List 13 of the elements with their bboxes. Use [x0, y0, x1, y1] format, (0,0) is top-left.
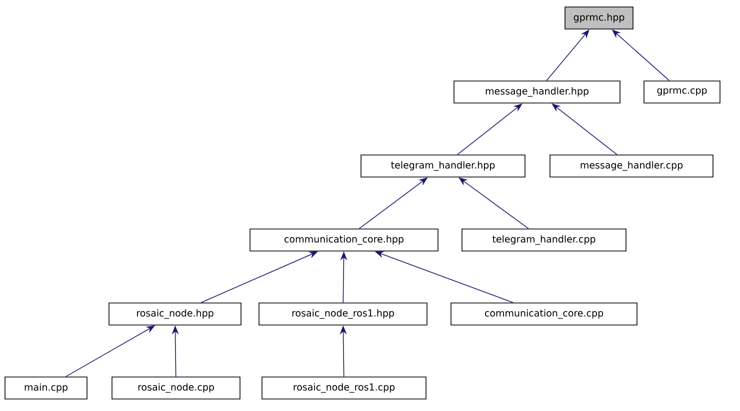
file-box: gprmc.cpp	[644, 80, 720, 104]
file-box: main.cpp	[4, 376, 88, 400]
file-box: rosaic_node_ros1.hpp	[258, 302, 428, 326]
file-box: gprmc.hpp	[564, 6, 634, 30]
file-box: rosaic_node.cpp	[112, 376, 240, 400]
file-box: message_handler.cpp	[550, 154, 714, 178]
file-box: rosaic_node.hpp	[108, 302, 242, 326]
file-box: rosaic_node_ros1.cpp	[262, 376, 426, 400]
file-box: telegram_handler.cpp	[462, 228, 626, 252]
file-box: communication_core.hpp	[250, 228, 438, 252]
file-box: communication_core.cpp	[450, 302, 638, 326]
file-box: message_handler.hpp	[454, 80, 620, 104]
file-box: telegram_handler.hpp	[360, 154, 526, 178]
